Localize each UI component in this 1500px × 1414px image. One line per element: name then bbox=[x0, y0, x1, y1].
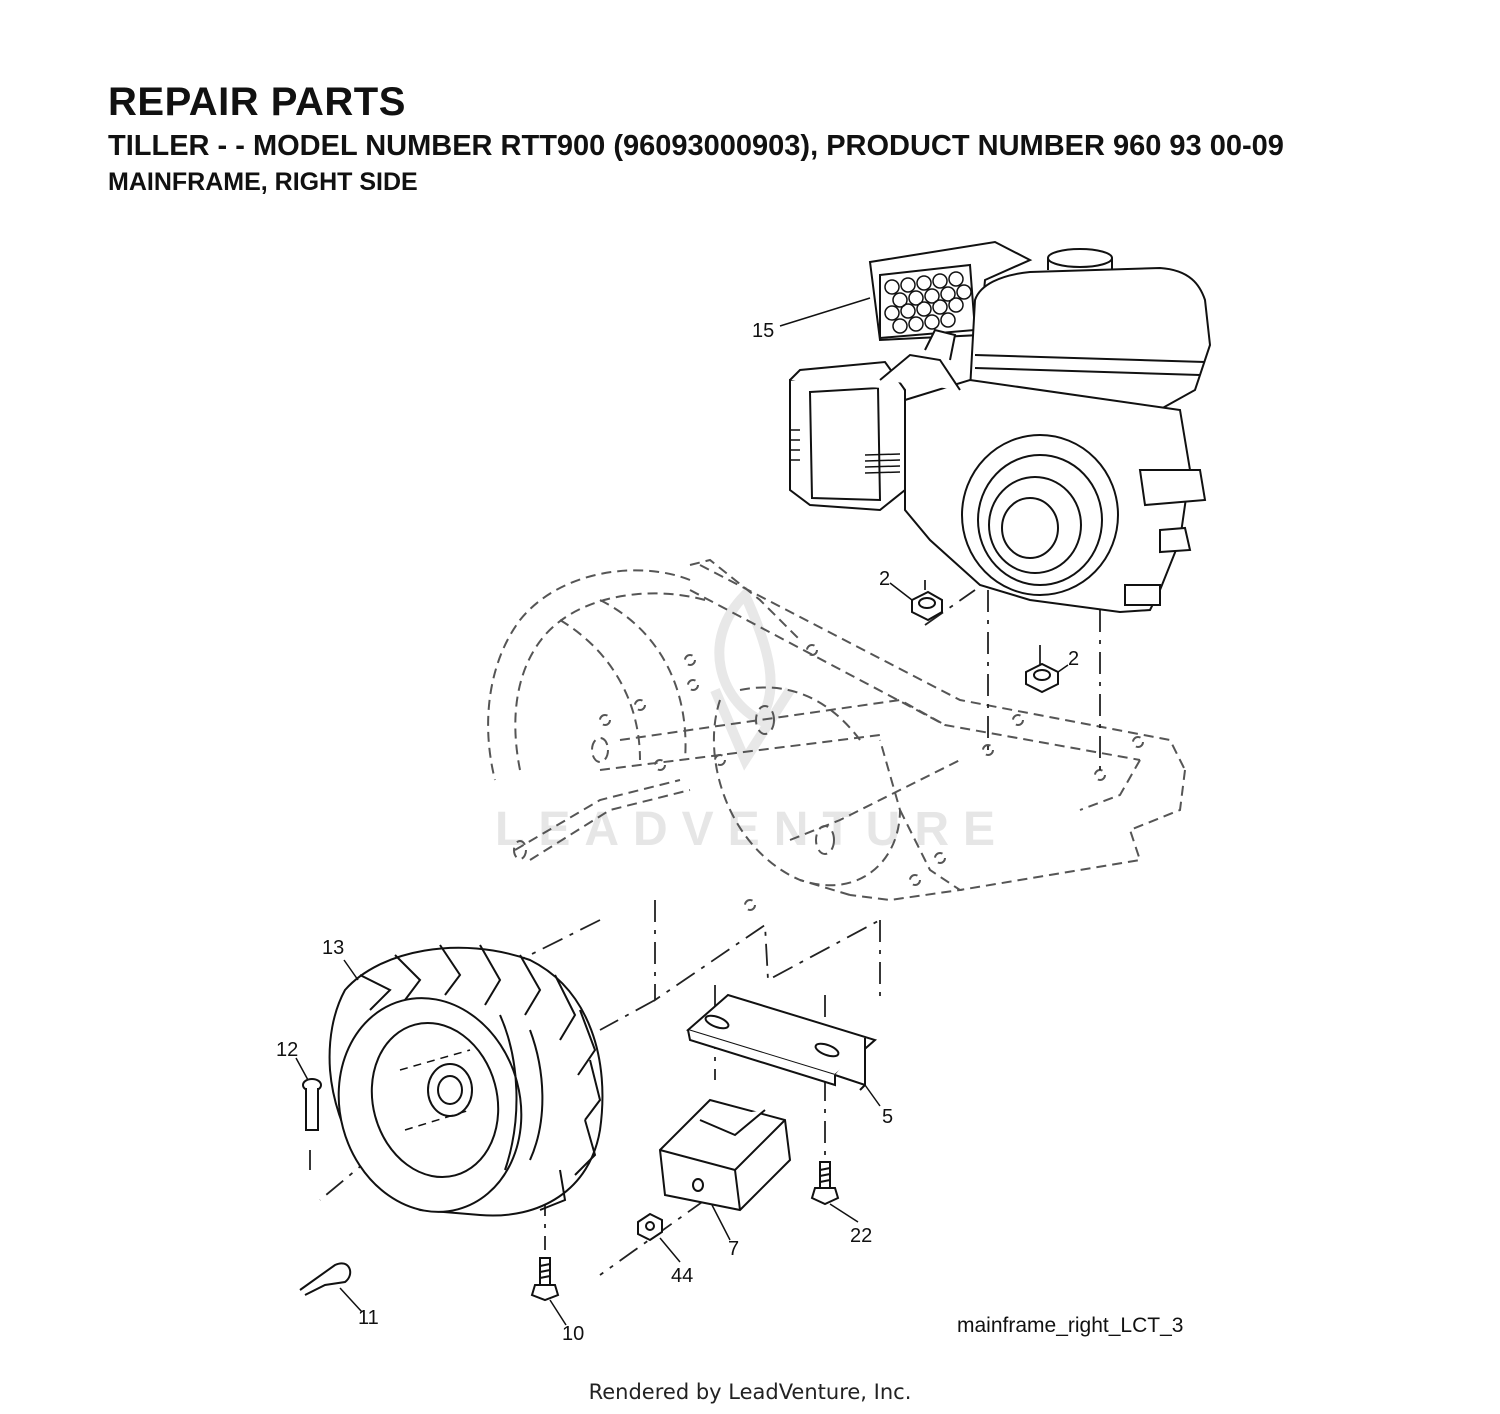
callout-11: 11 bbox=[358, 1307, 379, 1329]
callout-7: 7 bbox=[728, 1238, 739, 1260]
hairpin-clip-part-11 bbox=[299, 1262, 352, 1296]
bracket-part-5 bbox=[685, 993, 878, 1091]
bolt-part-10 bbox=[530, 1257, 560, 1302]
watermark-logo bbox=[710, 586, 795, 771]
flange-nut-part-2-b bbox=[1025, 662, 1059, 694]
muffler-vents bbox=[790, 429, 901, 474]
wheel-hub-dashes bbox=[399, 1049, 471, 1131]
leader-lines bbox=[295, 297, 1069, 1326]
air-cleaner-mesh bbox=[884, 271, 972, 334]
callout-13: 13 bbox=[322, 937, 344, 959]
engine-part-15 bbox=[789, 240, 1212, 614]
mainframe-outline bbox=[487, 558, 1186, 911]
weight-part-7 bbox=[658, 1098, 792, 1212]
clevis-pin-part-12 bbox=[302, 1078, 322, 1131]
flange-nut-part-2-a bbox=[911, 590, 943, 622]
assembly-lines bbox=[309, 580, 1101, 1276]
hex-nut-part-44 bbox=[637, 1212, 663, 1242]
page-title: REPAIR PARTS bbox=[108, 80, 406, 124]
model-subtitle: TILLER - - MODEL NUMBER RTT900 (96093000… bbox=[108, 130, 1284, 162]
footer-credit: Rendered by LeadVenture, Inc. bbox=[588, 1380, 912, 1404]
figure-id: mainframe_right_LCT_3 bbox=[957, 1314, 1183, 1337]
section-title: MAINFRAME, RIGHT SIDE bbox=[108, 168, 418, 196]
wheel-tire-part-13 bbox=[328, 946, 604, 1217]
callout-5: 5 bbox=[882, 1106, 893, 1128]
callout-10: 10 bbox=[562, 1323, 584, 1345]
callout-22: 22 bbox=[850, 1225, 872, 1247]
bolt-part-22 bbox=[810, 1161, 840, 1206]
tire-treads bbox=[359, 944, 602, 1211]
callout-15: 15 bbox=[752, 320, 774, 342]
callout-2-upper: 2 bbox=[879, 568, 890, 590]
callout-2-lower: 2 bbox=[1068, 648, 1079, 670]
callout-12: 12 bbox=[276, 1039, 298, 1061]
callout-44: 44 bbox=[671, 1265, 693, 1287]
watermark-text: LEADVENTURE bbox=[495, 803, 1009, 856]
